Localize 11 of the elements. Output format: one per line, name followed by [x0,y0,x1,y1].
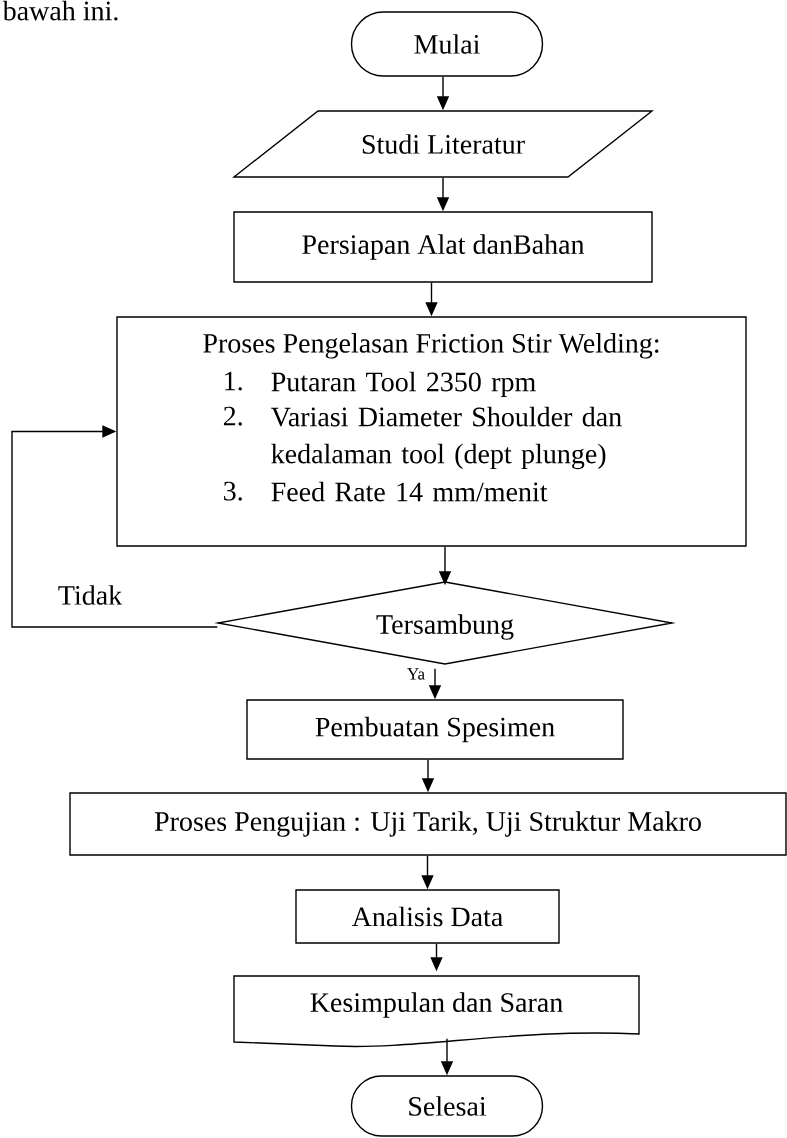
edge-label: Ya [407,668,425,680]
process-box: Proses Pengujian : Uji Tarik, Uji Struktur Makro [69,792,787,856]
process-box: Pembuatan Spesimen [246,699,624,760]
start-terminator: Mulai [350,11,544,77]
process-box: Persiapan Alat danBahan [233,211,653,283]
edge-label: Tidak [58,585,123,605]
end-terminator: Selesai [350,1075,544,1137]
arrow [11,425,218,628]
process-box: Proses Pengelasan Friction Stir Welding: 1. Putaran Tool 2350 rpm 2. Variasi Diameter Shoulder dan kedalaman tool (dept plunge) 3. Feed Rate 14 mm/menit [116,316,747,547]
process-box: Analisis Data [295,889,560,944]
text-fragment: bawah ini. [2,0,118,21]
